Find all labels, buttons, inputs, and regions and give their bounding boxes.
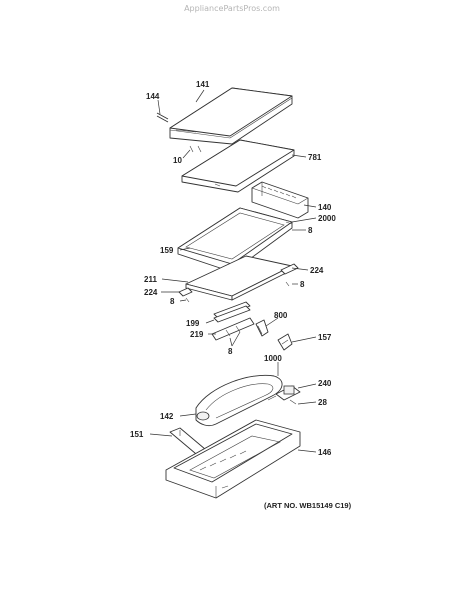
part-base-pan [165, 419, 301, 499]
label-141: 141 [196, 80, 210, 89]
label-157: 157 [318, 333, 332, 342]
part-burner [195, 374, 283, 427]
label-146: 146 [318, 448, 332, 457]
part-clip-800 [255, 319, 269, 337]
label-781: 781 [308, 153, 322, 162]
part-screws-8 [185, 281, 290, 303]
label-1000: 1000 [264, 354, 282, 363]
watermark-text: AppliancePartsPros.com [184, 4, 280, 13]
label-140: 140 [318, 203, 332, 212]
label-8-c: 8 [170, 297, 175, 306]
label-224-right: 224 [310, 266, 324, 275]
part-clip-2000 [285, 221, 293, 225]
label-144: 144 [146, 92, 160, 101]
label-199: 199 [186, 319, 200, 328]
label-8-b: 8 [300, 280, 305, 289]
art-number: (ART NO. WB15149 C19) [264, 501, 352, 510]
label-8-a: 8 [308, 226, 313, 235]
label-2000: 2000 [318, 214, 336, 223]
part-screws [189, 145, 202, 153]
part-grease-tray [185, 255, 293, 301]
label-224-left: 224 [144, 288, 158, 297]
label-211: 211 [144, 275, 157, 284]
part-cover-tab [156, 112, 169, 123]
part-valve [267, 385, 301, 401]
part-clip-157 [277, 333, 293, 351]
label-151: 151 [130, 430, 144, 439]
part-bracket-right [280, 263, 299, 275]
label-240: 240 [318, 379, 332, 388]
part-top-plate [181, 139, 295, 193]
part-vent-grille [251, 181, 309, 219]
label-142: 142 [160, 412, 174, 421]
part-bracket-left [178, 287, 193, 297]
label-800: 800 [274, 311, 288, 320]
label-10: 10 [173, 156, 182, 165]
label-28: 28 [318, 398, 327, 407]
part-burner-bracket-199 [213, 301, 251, 323]
leader-lines [149, 89, 317, 453]
part-griddle-cover [169, 87, 293, 145]
label-159: 159 [160, 246, 174, 255]
label-8-d: 8 [228, 347, 233, 356]
part-spring-28 [289, 399, 297, 405]
label-219: 219 [190, 330, 204, 339]
part-burner-bracket-219 [211, 317, 255, 341]
